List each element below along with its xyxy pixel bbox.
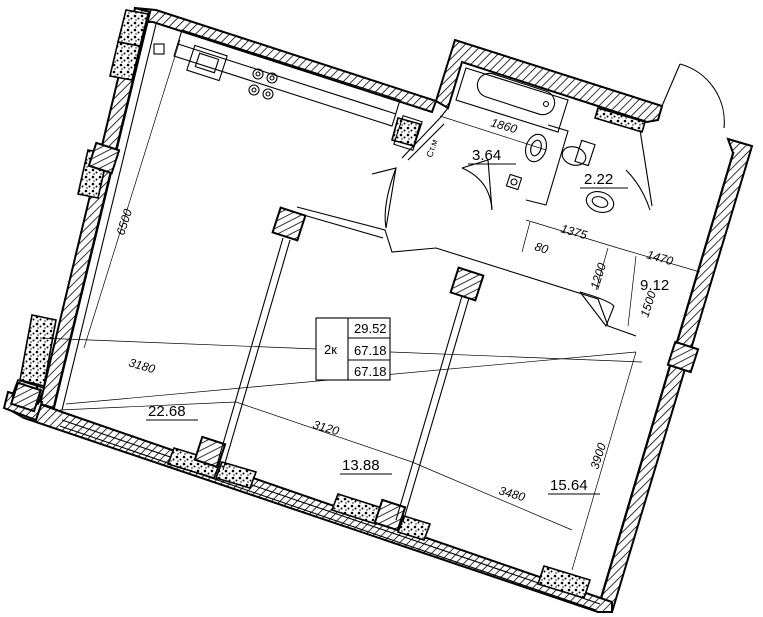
columns <box>9 141 700 532</box>
dim-3120: 3120 <box>311 417 341 438</box>
partitions <box>215 107 653 523</box>
area-bedroom: 13.88 <box>342 457 380 474</box>
summary-table: 2к 29.52 67.18 67.18 <box>315 317 391 381</box>
outer-walls <box>2 6 754 614</box>
dim-3180: 3180 <box>127 355 157 376</box>
area-bedroom2: 15.64 <box>550 477 588 494</box>
apartment-type: 2к <box>324 342 337 357</box>
doors <box>371 63 725 328</box>
dim-3480: 3480 <box>497 483 527 504</box>
area-wc: 2.22 <box>584 171 613 188</box>
summary-living-area: 29.52 <box>354 321 387 336</box>
room-areas: 22.68 13.88 15.64 3.64 2.22 9.12 <box>146 147 669 495</box>
area-living: 22.68 <box>148 403 186 420</box>
kitchen <box>153 29 401 127</box>
area-hall: 9.12 <box>640 277 669 294</box>
area-bath: 3.64 <box>472 147 501 164</box>
dim-1375: 1375 <box>559 221 589 242</box>
dim-3900: 3900 <box>588 441 610 471</box>
bath-fixtures <box>393 67 615 213</box>
dim-80: 80 <box>533 239 550 256</box>
dim-6500: 6500 <box>114 207 136 237</box>
dim-1470: 1470 <box>645 247 675 268</box>
summary-total-area: 67.18 <box>354 343 387 358</box>
dim-1200: 1200 <box>588 261 610 291</box>
summary-total-area-2: 67.18 <box>354 364 387 379</box>
